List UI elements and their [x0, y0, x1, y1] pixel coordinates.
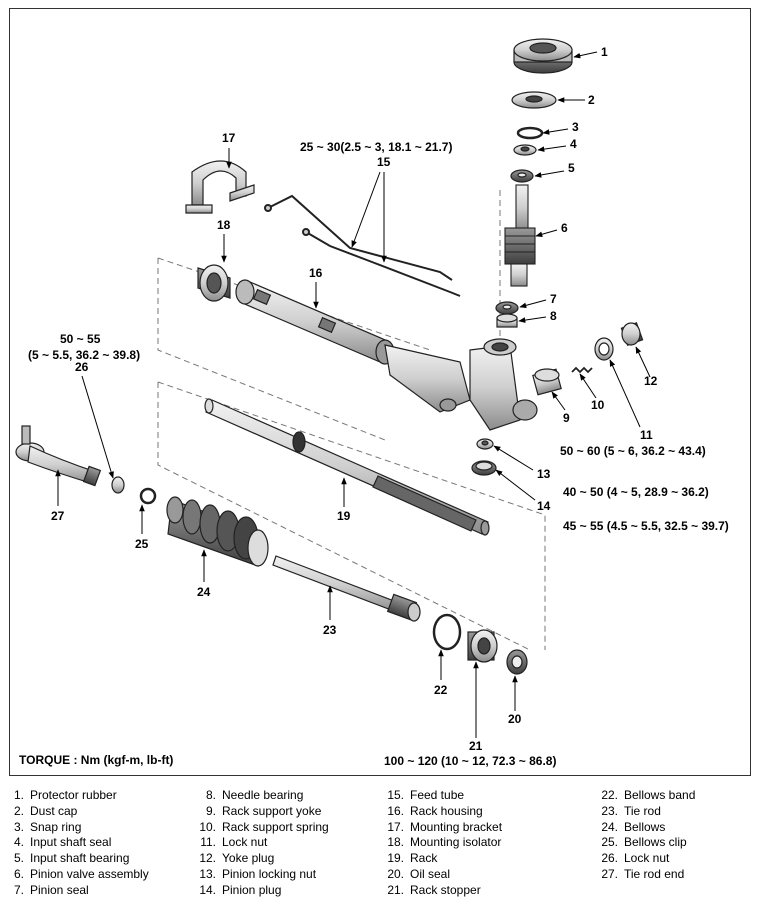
pinion-locking-nut-part	[476, 438, 494, 450]
callout-25: 25	[135, 537, 149, 551]
pinion-valve-assembly-part	[504, 184, 536, 287]
torque-pinion-plug: 45 ~ 55 (4.5 ~ 5.5, 32.5 ~ 39.7)	[563, 519, 729, 533]
legend-item: 10.Rack support spring	[199, 819, 329, 834]
legend-item: 2.Dust cap	[13, 803, 78, 818]
callout-2: 2	[588, 93, 595, 107]
mounting-isolator-part	[197, 264, 231, 302]
rack-support-yoke-part	[532, 368, 562, 396]
legend-item: 12.Yoke plug	[199, 851, 275, 866]
needle-bearing-part	[496, 313, 518, 328]
torque-unit-label: TORQUE : Nm (kgf-m, lb-ft)	[19, 753, 174, 767]
legend-column-3: 15.Feed tube 16.Rack housing 17.Mounting…	[378, 788, 502, 899]
callout-1: 1	[601, 45, 608, 59]
callout-12: 12	[644, 374, 658, 388]
input-shaft-bearing-part	[510, 169, 534, 183]
pinion-plug-part	[471, 460, 497, 476]
legend-item: 4.Input shaft seal	[13, 835, 112, 850]
diagram-frame	[9, 8, 751, 776]
callout-6: 6	[561, 221, 568, 235]
bellows-band-part	[432, 613, 462, 651]
legend-item: 14.Pinion plug	[199, 882, 282, 897]
callout-24: 24	[197, 585, 211, 599]
legend-item: 19.Rack	[387, 851, 438, 866]
protector-rubber-part	[513, 38, 573, 74]
legend-item: 1.Protector rubber	[13, 788, 117, 802]
legend-item: 25.Bellows clip	[601, 835, 687, 850]
exploded-steering-gear-diagram: 1 2 3 4 5 6 7 8 9 10 11 12 13 14 15 16 1…	[15, 38, 658, 753]
parts-legend: 1.Protector rubber 2.Dust cap 3.Snap rin…	[0, 788, 763, 906]
bellows-clip-part	[139, 487, 157, 505]
legend-item: 27.Tie rod end	[601, 866, 685, 881]
callout-20: 20	[508, 712, 522, 726]
input-shaft-seal-part	[513, 144, 537, 156]
torque-lock-nut-line2: (5 ~ 5.5, 36.2 ~ 39.8)	[28, 348, 141, 362]
yoke-plug-part	[620, 322, 644, 346]
legend-item: 24.Bellows	[601, 819, 666, 834]
tie-rod-lock-nut-part	[111, 476, 125, 494]
tie-rod-part	[272, 555, 421, 622]
callout-17: 17	[222, 131, 236, 145]
pinion-seal-part	[495, 301, 519, 315]
callout-5: 5	[568, 161, 575, 175]
legend-item: 11.Lock nut	[200, 835, 268, 850]
callout-11: 11	[640, 428, 653, 442]
callout-22: 22	[434, 683, 448, 697]
rack-support-spring-part	[571, 366, 593, 374]
legend-item: 15.Feed tube	[387, 788, 465, 802]
mounting-bracket-part	[185, 160, 255, 214]
legend-item: 6.Pinion valve assembly	[13, 866, 149, 881]
rack-stopper-part	[467, 629, 498, 663]
legend-item: 16.Rack housing	[387, 803, 483, 818]
torque-lock-nut-line1: 50 ~ 55	[60, 332, 101, 346]
legend-item: 17.Mounting bracket	[387, 819, 503, 834]
callout-15: 15	[377, 155, 391, 169]
bellows-part	[166, 496, 269, 567]
torque-rack-stopper: 100 ~ 120 (10 ~ 12, 72.3 ~ 86.8)	[384, 754, 557, 768]
legend-column-1: 1.Protector rubber 2.Dust cap 3.Snap rin…	[6, 788, 149, 899]
leader-lines	[55, 51, 651, 738]
callout-23: 23	[323, 623, 337, 637]
legend-item: 18.Mounting isolator	[387, 835, 502, 850]
torque-feed-tube: 25 ~ 30(2.5 ~ 3, 18.1 ~ 21.7)	[300, 140, 453, 154]
callout-7: 7	[550, 292, 557, 306]
legend-item: 3.Snap ring	[13, 819, 82, 834]
legend-item: 22.Bellows band	[601, 788, 696, 802]
torque-yoke-plug: 50 ~ 60 (5 ~ 6, 36.2 ~ 43.4)	[560, 444, 706, 458]
legend-column-2: 8.Needle bearing 9.Rack support yoke 10.…	[190, 788, 329, 899]
legend-item: 5.Input shaft bearing	[13, 851, 130, 866]
legend-column-4: 22.Bellows band 23.Tie rod 24.Bellows 25…	[592, 788, 695, 883]
legend-item: 21.Rack stopper	[387, 882, 481, 897]
legend-item: 26.Lock nut	[601, 851, 670, 866]
yoke-lock-nut-part	[594, 337, 614, 361]
legend-item: 23.Tie rod	[601, 803, 661, 818]
legend-item: 13.Pinion locking nut	[199, 866, 317, 881]
callout-numbers: 1 2 3 4 5 6 7 8 9 10 11 12 13 14 15 16 1…	[51, 45, 658, 753]
torque-pinion-locking-nut: 40 ~ 50 (4 ~ 5, 28.9 ~ 36.2)	[563, 485, 709, 499]
callout-16: 16	[309, 266, 323, 280]
callout-8: 8	[550, 309, 557, 323]
callout-10: 10	[591, 398, 605, 412]
legend-item: 20.Oil seal	[387, 866, 451, 881]
dust-cap-part	[511, 91, 557, 109]
feed-tube-part	[264, 194, 461, 297]
callout-26: 26	[75, 360, 89, 374]
tie-rod-end-part	[15, 425, 102, 487]
callout-19: 19	[337, 509, 351, 523]
callout-13: 13	[537, 467, 551, 481]
snap-ring-part	[516, 126, 544, 140]
legend-item: 8.Needle bearing	[205, 788, 304, 802]
legend-item: 9.Rack support yoke	[205, 803, 322, 818]
callout-4: 4	[570, 137, 577, 151]
callout-18: 18	[217, 218, 231, 232]
oil-seal-part	[506, 649, 528, 675]
callout-3: 3	[572, 120, 579, 134]
rack-housing-part	[235, 279, 538, 431]
rack-part	[204, 398, 490, 536]
callout-27: 27	[51, 509, 65, 523]
callout-21: 21	[469, 739, 483, 753]
legend-item: 7.Pinion seal	[13, 882, 89, 897]
callout-9: 9	[563, 411, 570, 425]
callout-14: 14	[537, 499, 551, 513]
